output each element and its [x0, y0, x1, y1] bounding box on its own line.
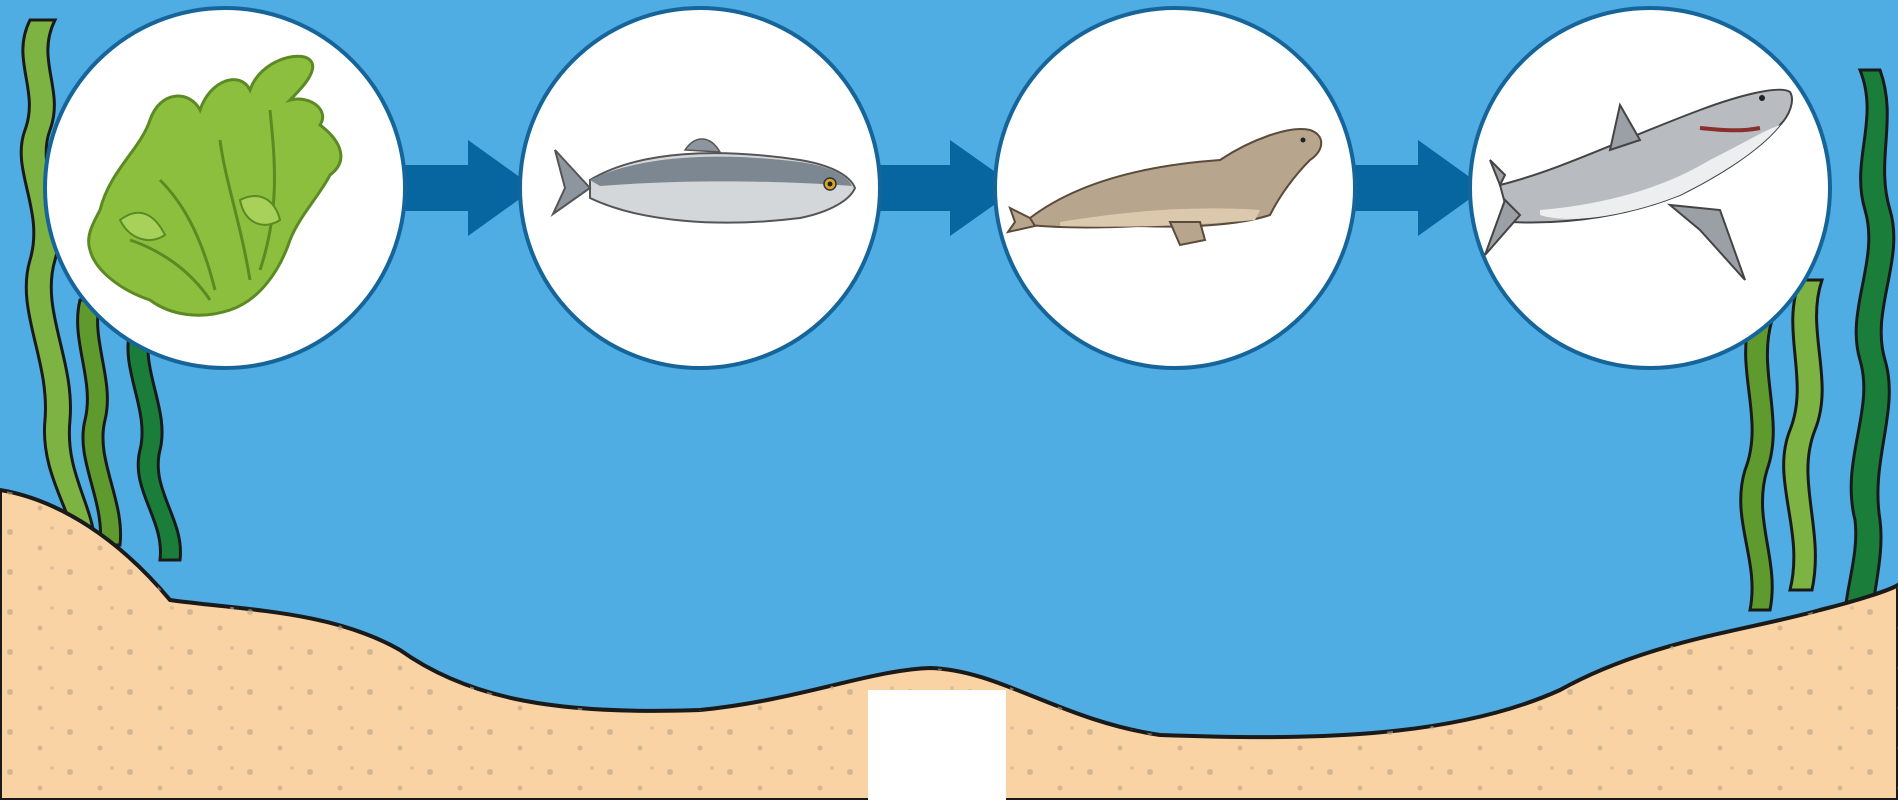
node-fish	[520, 8, 880, 368]
blank-label-box	[868, 690, 1006, 800]
node-shark	[1470, 8, 1830, 368]
node-seaweed	[45, 8, 405, 368]
node-seal	[995, 8, 1355, 368]
